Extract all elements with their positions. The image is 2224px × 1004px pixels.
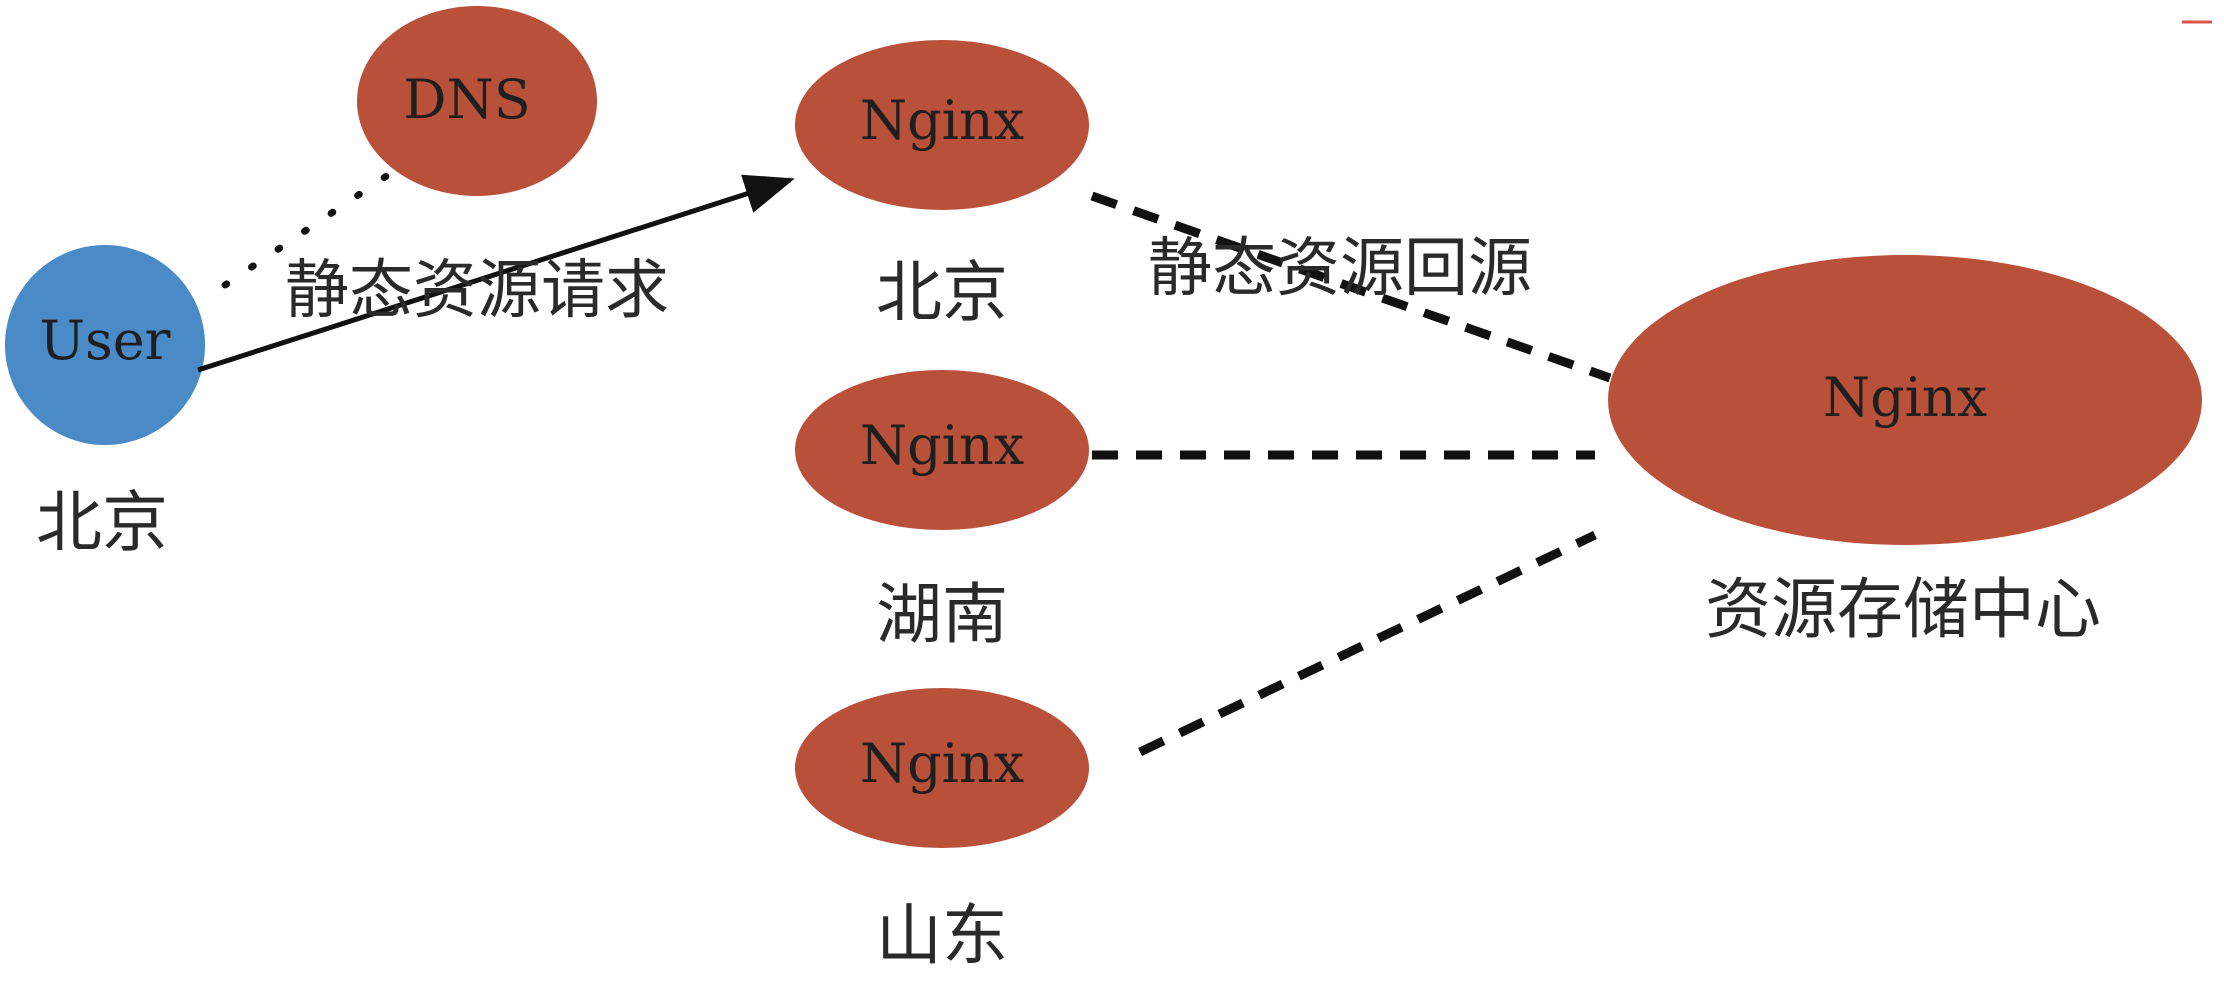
- user-dns-dotted-edge: [221, 171, 392, 289]
- beijing-origin-dashed-edge: [1090, 191, 1612, 383]
- edge-node-hunan-label: Nginx: [860, 414, 1024, 477]
- request-edge-label: 静态资源请求: [285, 254, 669, 328]
- origin-node: [1608, 255, 2202, 545]
- edge-hunan-caption: 湖南: [876, 576, 1008, 653]
- origin-node-label: Nginx: [1823, 366, 1987, 429]
- request-arrow-edge: [197, 174, 795, 373]
- dns-node-label: DNS: [403, 68, 531, 131]
- dns-node: [357, 6, 597, 196]
- edge-node-beijing: [795, 40, 1089, 210]
- user-node: [5, 245, 205, 445]
- edge-beijing-caption: 北京: [876, 254, 1008, 331]
- shandong-origin-dashed-edge: [1138, 530, 1597, 757]
- edge-node-shandong: [795, 688, 1089, 848]
- user-node-label: User: [40, 309, 171, 372]
- edge-node-beijing-label: Nginx: [860, 89, 1024, 152]
- origin-fetch-edge-label: 静态资源回源: [1148, 232, 1532, 306]
- edge-shandong-caption: 山东: [876, 897, 1008, 974]
- user-location-caption: 北京: [36, 484, 168, 561]
- edge-node-hunan: [795, 370, 1089, 530]
- edge-node-shandong-label: Nginx: [860, 732, 1024, 795]
- origin-caption: 资源存储中心: [1705, 571, 2101, 648]
